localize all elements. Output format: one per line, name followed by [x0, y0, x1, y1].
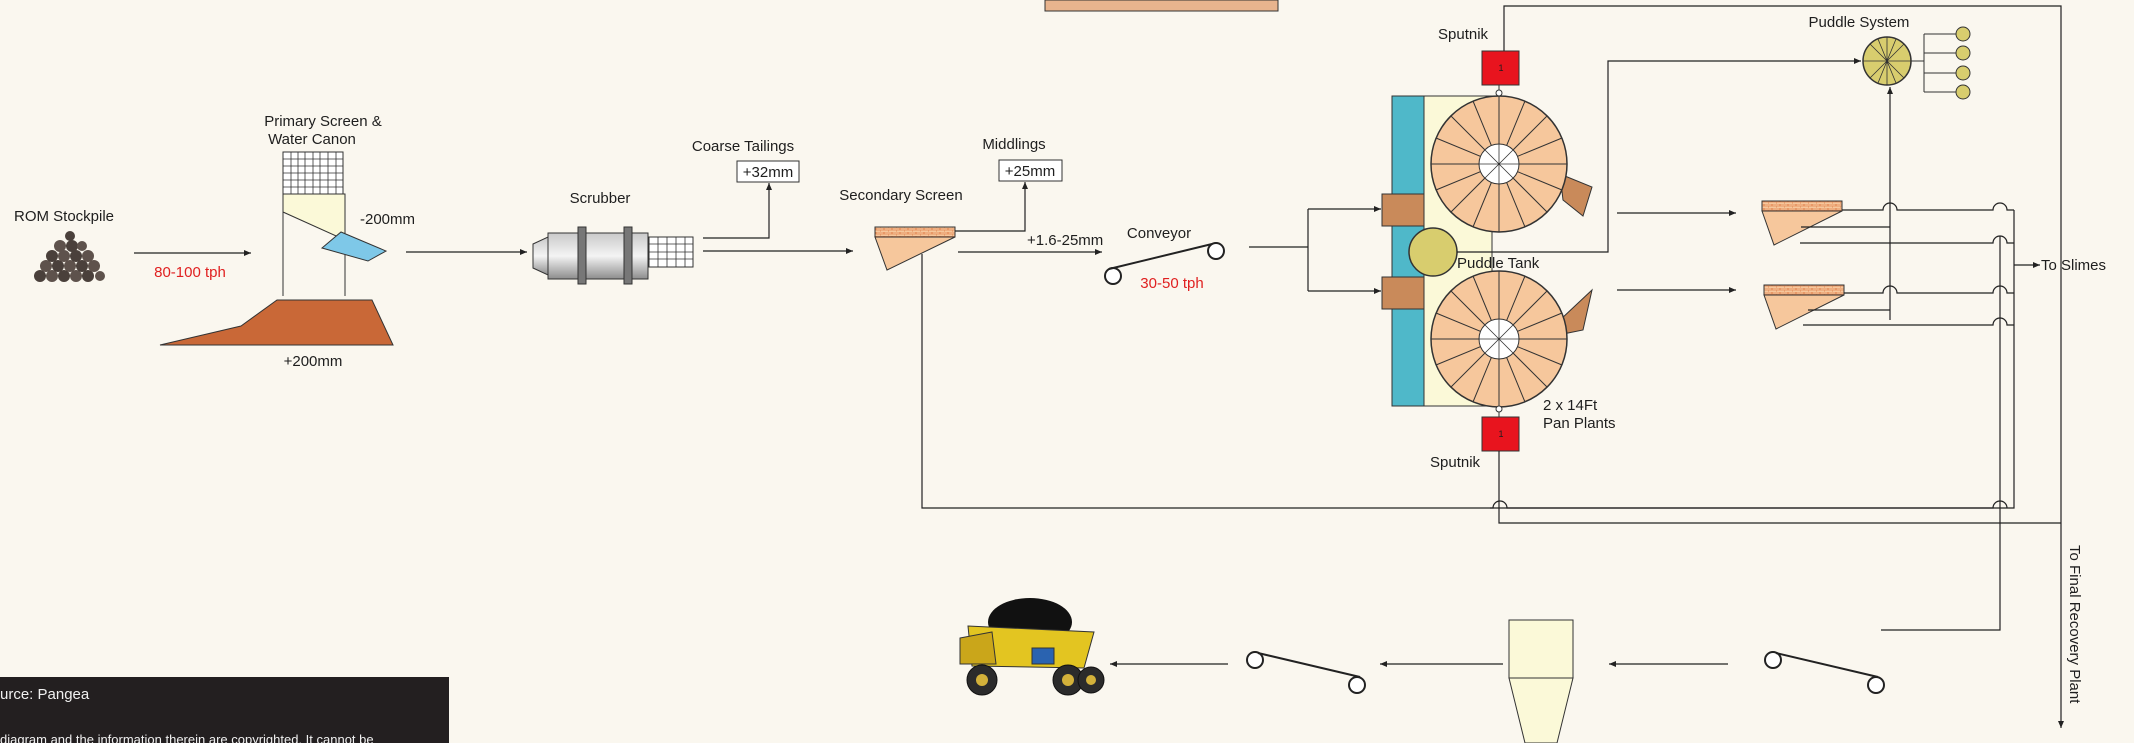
lower-left-conveyor-icon — [1247, 652, 1365, 693]
sputnik-to-final-recovery-line — [1504, 6, 2061, 728]
puddle-tank-icon — [1409, 228, 1457, 276]
top-image-fragment — [1045, 0, 1278, 11]
plus-25-label: +25mm — [1005, 163, 1055, 180]
sputnik-bottom-label: Sputnik — [1430, 454, 1481, 471]
storage-bin-icon — [1509, 620, 1573, 743]
secondary-screen-icon — [875, 227, 955, 270]
return-line-crossovers — [1490, 501, 2007, 508]
conveyor-label: Conveyor — [1127, 225, 1191, 242]
sputnik-top-label: Sputnik — [1438, 26, 1489, 43]
minus-200-label: -200mm — [360, 211, 415, 228]
pan-plants-count-label: 2 x 14Ft — [1543, 397, 1598, 414]
lower-right-conveyor-icon — [1765, 652, 1884, 693]
puddle-system-label: Puddle System — [1809, 14, 1910, 31]
rom-stockpile-icon — [34, 231, 105, 282]
lower-dewatering-screen-icon — [1764, 285, 1844, 329]
puddle-tank-label: Puddle Tank — [1457, 255, 1540, 272]
middlings-arrow — [955, 182, 1025, 231]
bottom-pan-feed-box — [1382, 277, 1424, 309]
feed-rate-label: 80-100 tph — [154, 264, 226, 281]
coarse-tailings-arrow — [703, 183, 769, 238]
copyright-notice: diagram and the information therein are … — [0, 732, 374, 743]
sputnik-top-valve — [1496, 90, 1502, 96]
source-caption-box: urce: Pangea diagram and the information… — [0, 677, 449, 743]
top-pan-plant-icon — [1431, 96, 1592, 232]
plus-200-label: +200mm — [284, 353, 343, 370]
bottom-pan-plant-icon — [1431, 271, 1592, 407]
coarse-tailings-label: Coarse Tailings — [692, 138, 794, 155]
top-pan-feed-box — [1382, 194, 1424, 226]
puddle-system-icon — [1863, 27, 1970, 99]
water-canon-label: Water Canon — [268, 131, 356, 148]
to-final-recovery-label: To Final Recovery Plant — [2066, 545, 2083, 704]
bottom-sputnik-return-line — [1499, 451, 2061, 523]
to-slimes-label: To Slimes — [2041, 257, 2106, 274]
sputnik-bottom-valve — [1496, 406, 1502, 412]
plus-32-label: +32mm — [743, 164, 793, 181]
primary-screen-label: Primary Screen & — [264, 113, 382, 130]
middlings-label: Middlings — [982, 136, 1045, 153]
haul-truck-icon — [960, 598, 1104, 695]
scrubber-label: Scrubber — [570, 190, 631, 207]
secondary-screen-label: Secondary Screen — [839, 187, 962, 204]
sputnik-bottom-unit: 1 — [1498, 429, 1503, 439]
sputnik-top-unit: 1 — [1498, 63, 1503, 73]
source-label: urce: Pangea — [0, 686, 89, 703]
rom-stockpile-label: ROM Stockpile — [14, 208, 114, 225]
size-range-label: +1.6-25mm — [1027, 232, 1103, 249]
pan-plants-label: Pan Plants — [1543, 415, 1616, 432]
upper-dewatering-screen-icon — [1762, 201, 1842, 245]
oversize-stockpile — [160, 300, 393, 345]
scrubber-icon — [533, 227, 693, 284]
conveyor-rate-label: 30-50 tph — [1140, 275, 1203, 292]
